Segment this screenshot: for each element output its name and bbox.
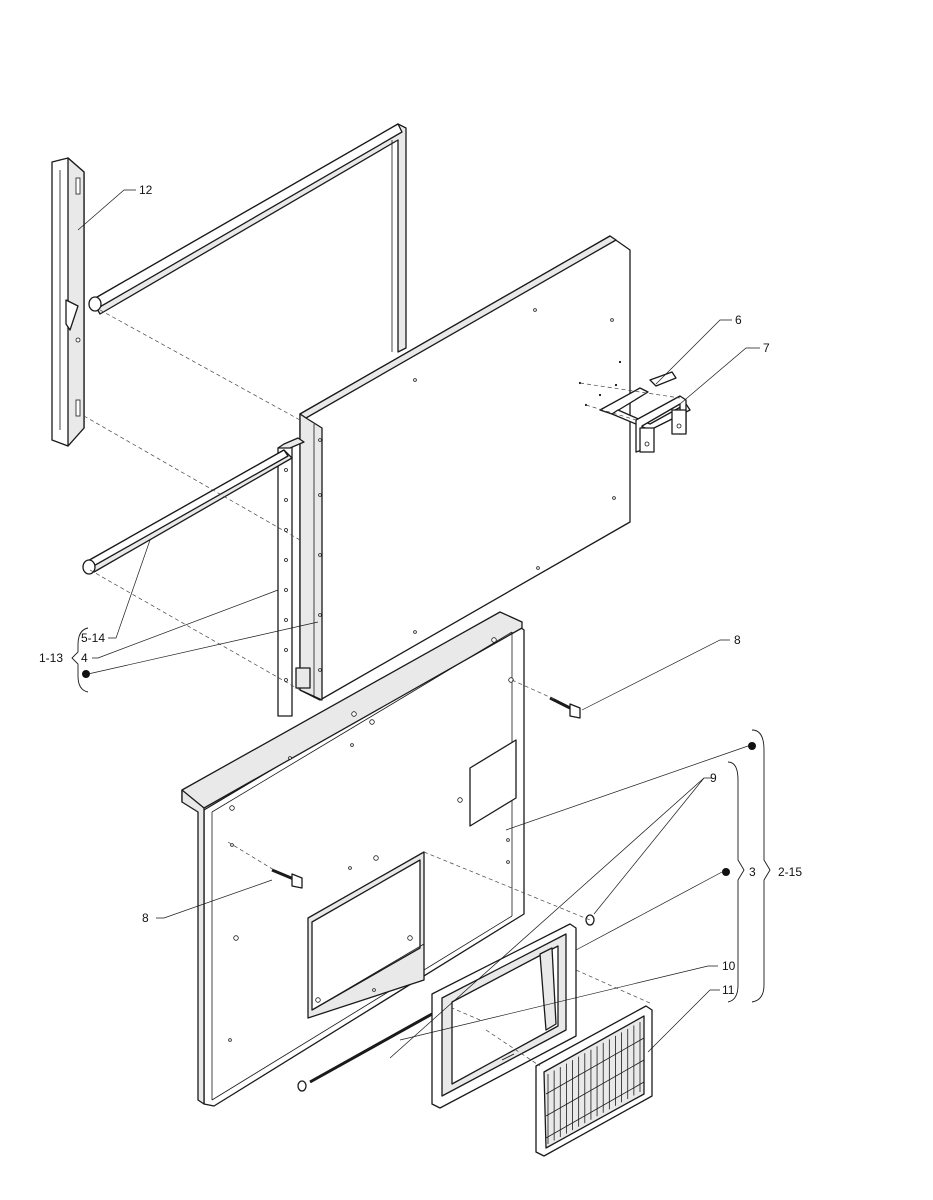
part-9-washer xyxy=(297,914,595,1092)
front-panel xyxy=(181,611,525,1107)
grille-crossbar xyxy=(545,1037,645,1095)
callout-9: 9 xyxy=(389,771,717,1059)
lower-rail xyxy=(82,449,293,575)
part-12-vertical-bracket xyxy=(51,157,85,447)
part-8-bolt-upper xyxy=(549,696,581,719)
callout-8-left: 8 xyxy=(142,879,273,925)
callout-label-11: 11 xyxy=(722,983,735,997)
callout-label-1-13: 1-13 xyxy=(39,651,63,665)
callout-label-7: 7 xyxy=(763,341,770,355)
bullet-dot xyxy=(722,868,730,876)
part-6-7-brackets xyxy=(599,371,691,453)
part-8-bolt-lower xyxy=(271,868,303,889)
grille-crossbar xyxy=(545,1081,645,1139)
callout-3: 3 xyxy=(727,761,756,1003)
callout-label-6: 6 xyxy=(735,313,742,327)
callout-12: 12 xyxy=(77,183,153,231)
part-10-rod xyxy=(309,1012,433,1084)
callout-bullet-mid-right xyxy=(575,868,730,951)
grille-crossbar xyxy=(545,1059,645,1117)
callout-7: 7 xyxy=(679,341,770,405)
alignment-dashed-lines xyxy=(83,309,681,1067)
callout-label-5-14: 5-14 xyxy=(81,631,105,645)
callout-label-3: 3 xyxy=(749,865,756,879)
callout-label-8-left: 8 xyxy=(142,911,149,925)
callout-label-9: 9 xyxy=(710,771,717,785)
callout-label-2-15: 2-15 xyxy=(778,865,802,879)
part-11-grille xyxy=(535,1005,653,1157)
bullet-dot xyxy=(82,670,90,678)
callout-label-12: 12 xyxy=(139,183,153,197)
callout-label-10: 10 xyxy=(722,959,736,973)
rear-panel xyxy=(295,235,631,701)
top-frame-rail xyxy=(88,123,407,353)
bullet-dot xyxy=(748,742,756,750)
callout-label-4: 4 xyxy=(81,651,88,665)
callout-11: 11 xyxy=(647,983,735,1053)
callout-10: 10 xyxy=(399,959,736,1041)
callout-2-15: 2-15 xyxy=(751,729,802,1003)
callout-bullet-top-right xyxy=(505,742,756,831)
callout-6: 6 xyxy=(655,313,742,385)
callout-4: 4 xyxy=(81,589,279,665)
callout-8-top: 8 xyxy=(581,633,741,711)
callout-label-8-top: 8 xyxy=(734,633,741,647)
callout-1-13: 1-13 xyxy=(39,627,89,693)
callout-5-14: 5-14 xyxy=(81,539,151,645)
part-4-vertical-strip xyxy=(277,437,305,717)
callout-bullet-left xyxy=(82,621,319,678)
